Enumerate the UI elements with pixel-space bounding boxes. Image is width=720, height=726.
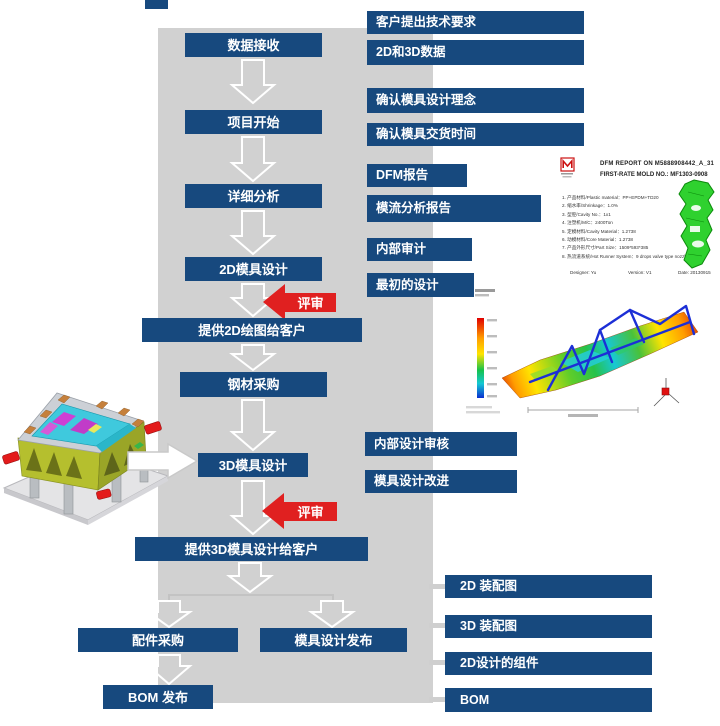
step-data-receive: 数据接收 [185, 33, 322, 57]
dfm-date: Date: 20130915 [678, 270, 711, 275]
step-provide-3d-design: 提供3D模具设计给客户 [135, 537, 368, 561]
moldflow-analysis-image [466, 289, 699, 417]
runner-system-lines [528, 304, 696, 392]
connector-line [332, 594, 334, 602]
note-confirm-delivery-time: 确认模具交货时间 [367, 123, 584, 146]
deliverable-3d-assembly: 3D 装配图 [445, 615, 652, 638]
connector-line [429, 660, 447, 665]
step-parts-purchase: 配件采购 [78, 628, 238, 652]
deliverable-bom: BOM [445, 688, 652, 712]
connector-line [168, 594, 334, 596]
scale-bar [527, 407, 639, 413]
step-detail-analysis: 详细分析 [185, 184, 322, 208]
flow-start-stub [145, 0, 168, 9]
step-provide-2d-drawing: 提供2D绘图给客户 [142, 318, 362, 342]
step-3d-mold-design: 3D模具设计 [198, 453, 308, 477]
mold-3d-image [2, 392, 170, 525]
note-internal-design-review: 内部设计审核 [365, 432, 517, 456]
note-moldflow-report: 模流分析报告 [367, 195, 541, 222]
dfm-spec-item: 5. 定模材料/Cavity Material：1.2738 [562, 228, 636, 234]
part-preview-image [678, 179, 715, 269]
deliverable-2d-components: 2D设计的组件 [445, 652, 652, 675]
dfm-version: Version: V1 [628, 270, 652, 275]
note-customer-requirements: 客户提出技术要求 [367, 11, 584, 34]
step-steel-purchase: 钢材采购 [180, 372, 327, 397]
dfm-spec-item: 1. 产品材料/Plastic material：PP+EPDM+TD20 [562, 195, 659, 200]
dfm-spec-item: 6. 动模材料/Core Material：1.2738 [562, 237, 633, 243]
deliverable-2d-assembly: 2D 装配图 [445, 575, 652, 598]
connector-line [429, 623, 447, 628]
step-project-start: 项目开始 [185, 110, 322, 134]
color-legend-bar [477, 318, 484, 398]
note-internal-audit: 内部审计 [367, 238, 472, 261]
step-bom-release: BOM 发布 [103, 685, 213, 709]
note-2d-3d-data: 2D和3D数据 [367, 40, 584, 65]
review-label: 评审 [297, 505, 324, 520]
dfm-spec-item: 2. 缩水率/Shrinkage：1.0% [562, 203, 618, 209]
dfm-report-page: DFM REPORT ON M5888908442_A_31 FIRST-RAT… [556, 152, 720, 285]
dfm-spec-item: 3. 型腔/Cavity No.：1x1 [562, 211, 611, 217]
connector-line [429, 584, 447, 589]
review-label: 评审 [297, 296, 324, 311]
step-design-release: 模具设计发布 [260, 628, 407, 652]
dfm-spec-item: 8. 热流道系统/Hot Runner System：9 drops valve… [562, 253, 688, 259]
axis-triad-icon [653, 378, 680, 407]
dfm-designer: Designer: Yu [570, 270, 597, 275]
dfm-report-subtitle: FIRST-RATE MOLD NO.: MF1303-0908 [600, 172, 708, 178]
step-2d-mold-design: 2D模具设计 [185, 257, 322, 281]
dfm-report-title: DFM REPORT ON M5888908442_A_31 [600, 161, 715, 167]
note-initial-design: 最初的设计 [367, 273, 474, 297]
note-design-improvement: 模具设计改进 [365, 470, 517, 493]
connector-line [429, 697, 447, 702]
note-confirm-design-concept: 确认模具设计理念 [367, 88, 584, 113]
dfm-logo-icon [560, 157, 575, 178]
dfm-spec-list: 1. 产品材料/Plastic material：PP+EPDM+TD20 2.… [562, 194, 688, 261]
connector-line [168, 594, 170, 602]
dfm-spec-item: 7. 产品外形尺寸/Part Size：1509*593*385 [562, 245, 649, 251]
plot-title-smudge [475, 289, 495, 292]
note-dfm-report: DFM报告 [367, 164, 467, 187]
dfm-spec-item: 4. 注塑机/M/C：2400Ton [562, 220, 613, 226]
